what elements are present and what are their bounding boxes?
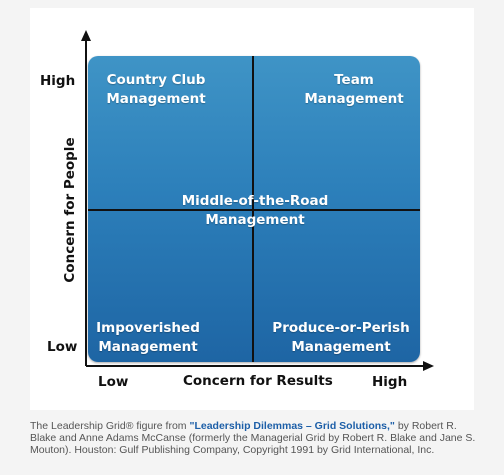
quadrant-produce-or-perish: Produce-or-Perish Management	[266, 319, 416, 357]
y-axis-title: Concern for People	[62, 137, 78, 283]
caption-citation-link[interactable]: "Leadership Dilemmas – Grid Solutions,"	[189, 420, 395, 432]
quadrant-label-line: Management	[304, 91, 404, 107]
horizontal-divider	[88, 209, 420, 211]
quadrant-label-line: Middle-of-the-Road	[181, 193, 329, 209]
y-axis-high-label: High	[40, 73, 76, 89]
quadrant-label-line: Management	[106, 91, 206, 107]
y-axis-arrowhead	[81, 30, 91, 41]
quadrant-label-line: Team	[334, 72, 374, 88]
x-axis-high-label: High	[372, 374, 408, 390]
quadrant-team: Team Management	[294, 71, 414, 109]
leadership-grid-box: Country Club Management Team Management …	[88, 56, 420, 362]
quadrant-label-line: Management	[205, 212, 305, 228]
x-axis-low-label: Low	[98, 374, 129, 390]
quadrant-country-club: Country Club Management	[96, 71, 216, 109]
x-axis-arrowhead	[423, 361, 434, 371]
quadrant-label-line: Management	[98, 339, 198, 355]
quadrant-label-line: Impoverished	[96, 320, 200, 336]
quadrant-label-line: Management	[291, 339, 391, 355]
quadrant-impoverished: Impoverished Management	[92, 319, 204, 357]
quadrant-label-line: Produce-or-Perish	[272, 320, 410, 336]
caption-suffix: by Robert R. Blake and Anne Adams McCans…	[30, 420, 476, 456]
y-axis-low-label: Low	[47, 339, 78, 355]
x-axis-title: Concern for Results	[183, 373, 333, 389]
figure-caption: The Leadership Grid® figure from "Leader…	[30, 420, 480, 456]
caption-prefix: The Leadership Grid® figure from	[30, 420, 190, 432]
quadrant-label-line: Country Club	[106, 72, 206, 88]
quadrant-middle-of-the-road: Middle-of-the-Road Management	[150, 192, 360, 230]
